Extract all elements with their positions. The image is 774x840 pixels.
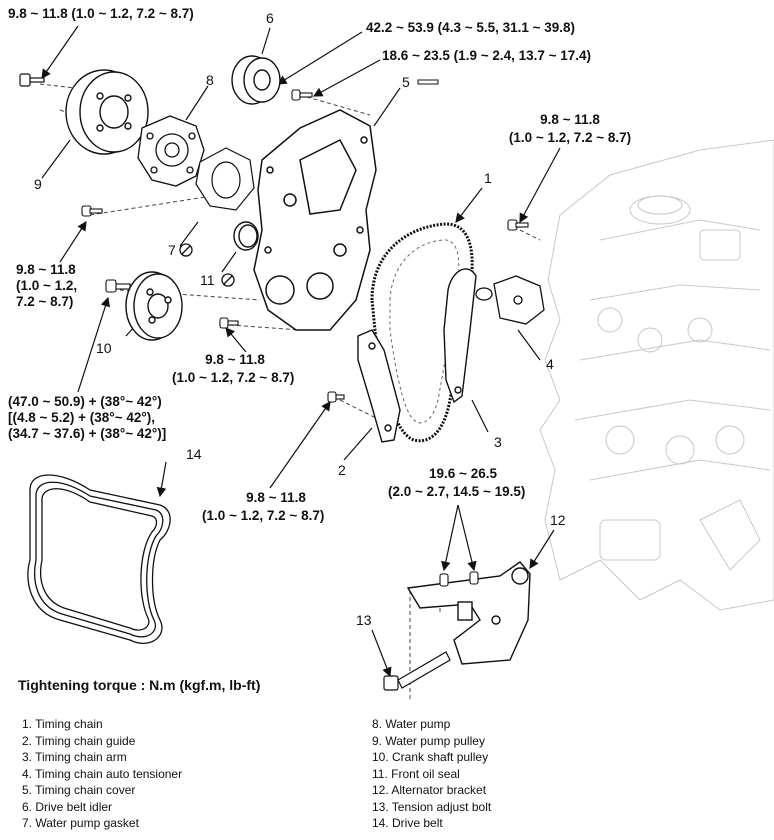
- legend-item: 9. Water pump pulley: [372, 733, 485, 748]
- callout-13: 13: [356, 612, 372, 628]
- torque-label-idler-bolt: 42.2 ~ 53.9 (4.3 ~ 5.5, 31.1 ~ 39.8): [366, 20, 576, 35]
- torque-label-pump-bolt-2: (1.0 ~ 1.2,: [16, 278, 78, 293]
- callout-14: 14: [186, 446, 202, 462]
- leader-idler-bolt: [276, 31, 363, 85]
- timing-chain-guide: [357, 329, 401, 443]
- leader-bracket: [529, 529, 555, 570]
- drive-belt-idler: [231, 55, 281, 105]
- timing-chain-auto-tensioner: [475, 275, 545, 325]
- torque-label-cover-bolt-top: 18.6 ~ 23.5 (1.9 ~ 2.4, 13.7 ~ 17.4): [382, 48, 592, 63]
- legend-title: Tightening torque : N.m (kgf.m, lb-ft): [18, 677, 261, 693]
- torque-label-bracket-bolt-2: (2.0 ~ 2.7, 14.5 ~ 19.5): [388, 484, 526, 499]
- tension-adjust-bolt: [383, 651, 451, 691]
- idler-bolt: [291, 89, 313, 101]
- callout-5: 5: [402, 74, 410, 90]
- cover-stud: [417, 79, 439, 85]
- water-pump-gasket: [195, 147, 255, 211]
- leader-pulley-bolt: [41, 25, 79, 79]
- torque-label-bracket-bolt-1: 19.6 ~ 26.5: [429, 466, 497, 481]
- engine-block-outline: [539, 139, 774, 611]
- torque-label-pulley-bolt: 9.8 ~ 11.8 (1.0 ~ 1.2, 7.2 ~ 8.7): [8, 6, 194, 21]
- leader-chain: [455, 187, 483, 223]
- bracket-bolts: [439, 571, 479, 587]
- water-pump: [137, 115, 205, 187]
- crank-bolt: [105, 279, 131, 293]
- legend-item: 5. Timing chain cover: [22, 783, 136, 797]
- pulley-bolt: [19, 73, 45, 87]
- legend-item: 12. Alternator bracket: [372, 783, 487, 797]
- torque-label-pump-bolt-3: 7.2 ~ 8.7): [16, 294, 74, 309]
- callout-12: 12: [550, 512, 566, 528]
- water-pump-pulley: [65, 69, 149, 155]
- legend-item: 2. Timing chain guide: [22, 733, 136, 748]
- legend-item: 6. Drive belt idler: [22, 799, 113, 814]
- leader-pump-bolt: [59, 220, 87, 263]
- torque-label-pump-bolt-1: 9.8 ~ 11.8: [16, 262, 76, 277]
- front-oil-seal: [233, 221, 259, 251]
- leader-cover-bolt-bottom: [225, 327, 247, 353]
- torque-label-guide-bolt-2: (1.0 ~ 1.2, 7.2 ~ 8.7): [202, 508, 325, 523]
- callout-11: 11: [200, 272, 215, 288]
- leader-bracket-bolt-b: [457, 504, 477, 572]
- leader-bracket-bolt-a: [441, 504, 459, 572]
- legend-item: 4. Timing chain auto tensioner: [22, 766, 183, 781]
- callout-2: 2: [338, 462, 346, 478]
- legend-item: 7. Water pump gasket: [22, 816, 139, 830]
- legend-item: 14. Drive belt: [372, 816, 443, 830]
- leader-cover-bolt-top: [312, 59, 381, 97]
- legend-item: 13. Tension adjust bolt: [372, 799, 492, 814]
- tensioner-bolt: [507, 219, 529, 231]
- timing-chain-cover: [253, 109, 377, 331]
- torque-label-crank-1: (47.0 ~ 50.9) + (38°~ 42°): [8, 394, 162, 409]
- torque-label-tensioner-bolt-1: 9.8 ~ 11.8: [540, 112, 600, 127]
- torque-label-cover-bolt-bottom-1: 9.8 ~ 11.8: [205, 352, 265, 367]
- leader-adjust-bolt: [371, 629, 392, 678]
- leader-guide-bolt: [269, 401, 331, 489]
- no-reuse-symbol-gasket: [179, 243, 193, 257]
- torque-label-tensioner-bolt-2: (1.0 ~ 1.2, 7.2 ~ 8.7): [508, 130, 632, 145]
- torque-label-crank-3: (34.7 ~ 37.6) + (38°~ 42°)]: [8, 426, 167, 441]
- timing-chain-arm: [443, 268, 477, 404]
- pump-bolt: [81, 205, 103, 217]
- torque-label-cover-bolt-bottom-2: (1.0 ~ 1.2, 7.2 ~ 8.7): [172, 370, 295, 385]
- callout-6: 6: [266, 10, 274, 26]
- torque-label-crank-2: [(4.8 ~ 5.2) + (38°~ 42°),: [8, 410, 155, 425]
- legend-item: 3. Timing chain arm: [22, 750, 127, 764]
- callout-8: 8: [206, 72, 214, 88]
- no-reuse-symbol-seal: [221, 273, 235, 287]
- legend-right-list: 8. Water pump 9. Water pump pulley 10. C…: [372, 716, 491, 832]
- alternator-bracket: [406, 561, 531, 665]
- crank-shaft-pulley: [125, 271, 183, 341]
- legend-item: 11. Front oil seal: [372, 766, 460, 781]
- callout-9: 9: [34, 176, 42, 192]
- callout-1: 1: [484, 170, 492, 186]
- legend-item: 10. Crank shaft pulley: [372, 750, 489, 764]
- drive-belt: [27, 474, 171, 644]
- callout-10: 10: [96, 340, 112, 356]
- callout-7: 7: [168, 242, 176, 258]
- callout-4: 4: [546, 356, 554, 372]
- legend-item: 1. Timing chain: [22, 717, 103, 731]
- legend-item: 8. Water pump: [372, 717, 451, 731]
- legend-left-list: 1. Timing chain 2. Timing chain guide 3.…: [22, 716, 182, 832]
- callout-3: 3: [494, 434, 502, 450]
- cover-bolt-bottom: [219, 317, 239, 329]
- leader-belt: [156, 461, 167, 498]
- leader-crank-bolt: [77, 296, 111, 393]
- leader-tensioner-bolt: [519, 147, 561, 224]
- torque-label-guide-bolt-1: 9.8 ~ 11.8: [246, 490, 306, 505]
- guide-bolt: [327, 391, 345, 403]
